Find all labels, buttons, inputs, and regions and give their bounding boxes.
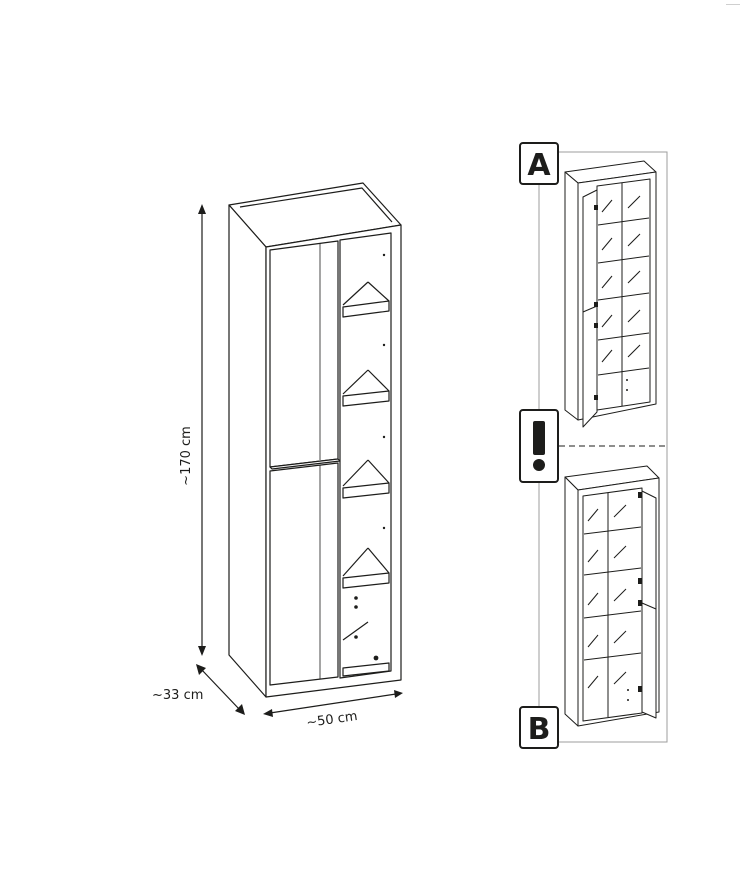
depth-label: ~33 cm	[152, 688, 203, 703]
corner-mark	[726, 4, 740, 5]
exclamation-icon	[533, 421, 545, 455]
variant-a-badge: A	[519, 142, 559, 185]
width-arrow	[269, 693, 397, 714]
open-shelves	[342, 281, 390, 677]
cabinet-left-side	[228, 204, 267, 698]
fixing-holes	[354, 253, 386, 661]
upper-door	[269, 240, 339, 468]
variant-b-label: B	[528, 712, 551, 747]
variant-b-cabinet	[564, 465, 660, 727]
variant-frame	[556, 151, 668, 743]
variant-a-label: A	[527, 148, 551, 183]
cabinet-top-inner	[239, 187, 393, 223]
depth-arrow	[200, 668, 241, 711]
door-handle-gap	[269, 458, 341, 470]
lower-door	[269, 462, 339, 686]
variant-a-cabinet	[564, 160, 657, 428]
variant-b-open-door	[641, 490, 657, 719]
height-label: ~170 cm	[179, 426, 194, 486]
warning-badge: !	[519, 409, 559, 483]
variant-b-badge: B	[519, 706, 559, 749]
width-label: ~50 cm	[305, 709, 358, 731]
open-compartment	[339, 232, 392, 679]
dimension-lines	[196, 204, 403, 717]
main-cabinet	[228, 182, 402, 698]
